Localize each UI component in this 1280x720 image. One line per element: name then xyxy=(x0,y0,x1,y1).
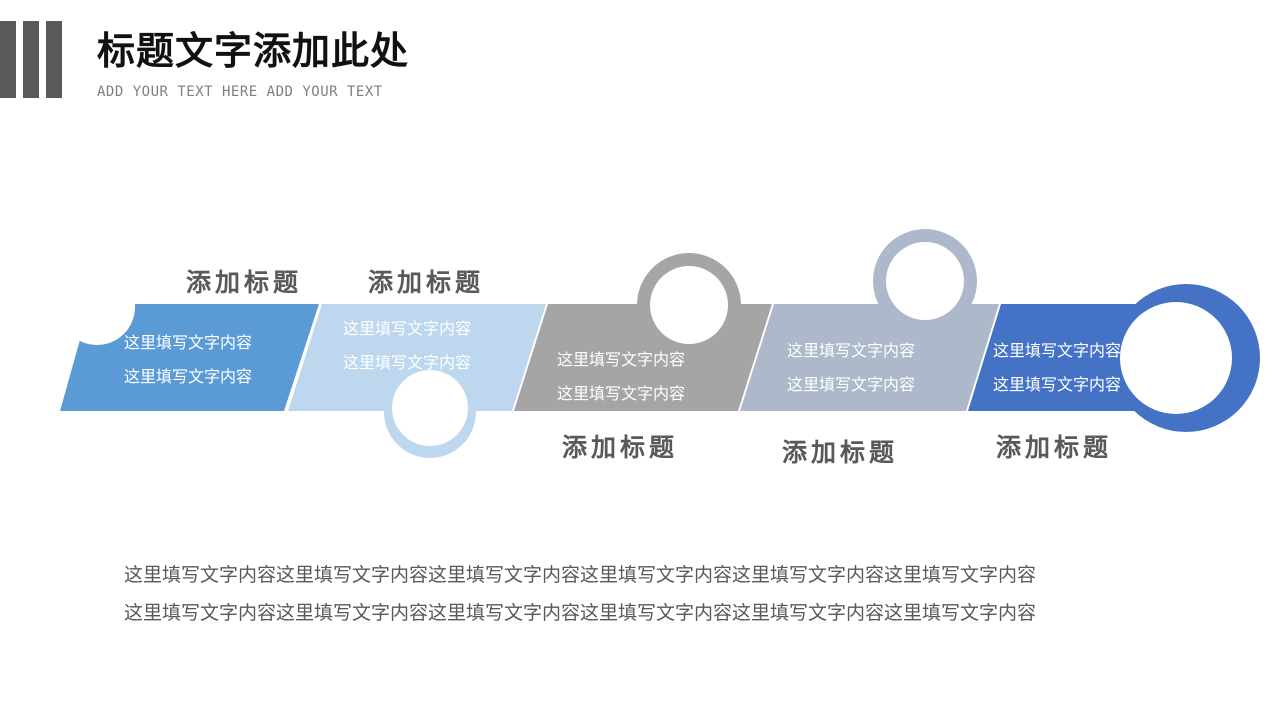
segment-4-line-2: 这里填写文字内容 xyxy=(787,375,916,394)
page-title: 标题文字添加此处 xyxy=(97,29,410,73)
segment-2-title: 添加标题 xyxy=(368,268,485,297)
header-bar-2 xyxy=(23,21,39,98)
segment-5-title: 添加标题 xyxy=(996,433,1113,462)
page-subtitle: ADD YOUR TEXT HERE ADD YOUR TEXT xyxy=(97,84,383,100)
segment-4-line-1: 这里填写文字内容 xyxy=(787,341,916,360)
segment-2-text: 这里填写文字内容 这里填写文字内容 xyxy=(343,312,471,380)
segment-1-text: 这里填写文字内容 这里填写文字内容 xyxy=(124,326,252,394)
segment-2-shape xyxy=(288,304,546,411)
segment-5-line-2: 这里填写文字内容 xyxy=(993,375,1120,394)
segment-2-line-2: 这里填写文字内容 xyxy=(343,353,472,372)
segment-1-line-1: 这里填写文字内容 xyxy=(124,333,253,352)
segment-2-line-1: 这里填写文字内容 xyxy=(343,319,472,338)
body-line-1: 这里填写文字内容这里填写文字内容这里填写文字内容这里填写文字内容这里填写文字内容… xyxy=(124,564,1037,586)
segment-1-line-2: 这里填写文字内容 xyxy=(124,367,253,386)
segment-5-text: 这里填写文字内容 这里填写文字内容 xyxy=(993,334,1120,402)
segment-1-title: 添加标题 xyxy=(186,268,303,297)
segment-3-ring-inner xyxy=(650,266,728,344)
segment-5-ring-inner xyxy=(1120,302,1232,414)
segment-4-title: 添加标题 xyxy=(782,438,899,467)
segment-2-ring-inner xyxy=(392,370,468,446)
header-bar-3 xyxy=(46,21,62,98)
header-bar-1 xyxy=(0,21,16,98)
segment-4-text: 这里填写文字内容 这里填写文字内容 xyxy=(787,334,915,402)
segment-3-line-1: 这里填写文字内容 xyxy=(557,350,686,369)
body-paragraph: 这里填写文字内容这里填写文字内容这里填写文字内容这里填写文字内容这里填写文字内容… xyxy=(124,556,1164,632)
segment-1-bite xyxy=(59,269,135,345)
segment-3-line-2: 这里填写文字内容 xyxy=(557,384,686,403)
body-line-2: 这里填写文字内容这里填写文字内容这里填写文字内容这里填写文字内容这里填写文字内容… xyxy=(124,602,1037,624)
segment-3-title: 添加标题 xyxy=(562,433,679,462)
segment-4-ring-inner xyxy=(886,242,964,320)
segment-5-line-1: 这里填写文字内容 xyxy=(993,341,1120,360)
segment-3-text: 这里填写文字内容 这里填写文字内容 xyxy=(557,343,685,411)
